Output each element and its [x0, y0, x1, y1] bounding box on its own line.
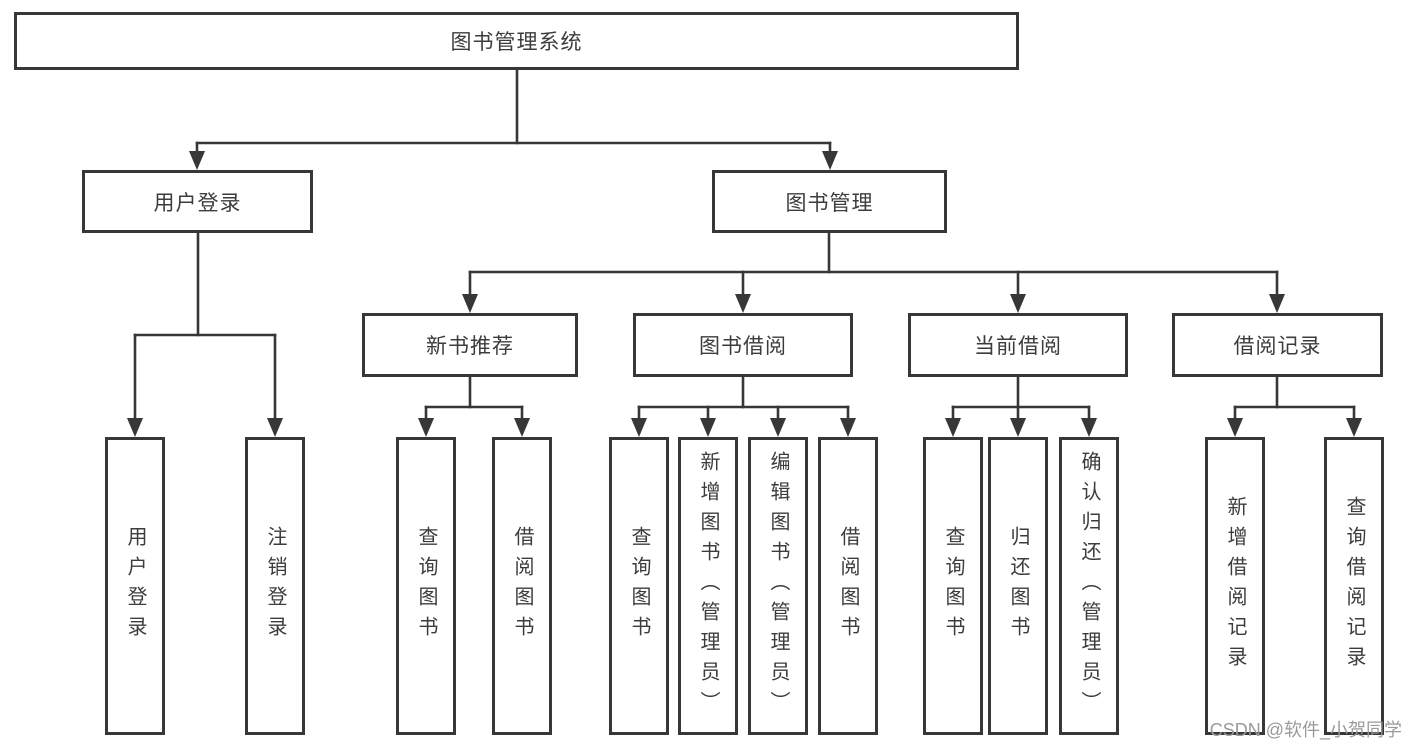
node-label: 编辑图书（管理员）: [767, 451, 789, 721]
node-new-book-recommendation: 新书推荐: [362, 313, 578, 377]
node-label: 查询借阅记录: [1343, 496, 1365, 676]
node-borrowing-records: 借阅记录: [1172, 313, 1383, 377]
leaf-add-books-admin: 新增图书（管理员）: [678, 437, 738, 735]
node-label: 确认归还（管理员）: [1078, 451, 1100, 721]
node-label: 图书管理系统: [450, 31, 583, 54]
node-label: 注销登录: [264, 526, 286, 646]
leaf-edit-books-admin: 编辑图书（管理员）: [748, 437, 808, 735]
node-label: 查询图书: [628, 526, 650, 646]
leaf-return-books: 归还图书: [988, 437, 1048, 735]
leaf-query-books-borrowing: 查询图书: [609, 437, 669, 735]
node-label: 借阅图书: [837, 526, 859, 646]
csdn-watermark: CSDN @软件_小贺同学: [1209, 720, 1402, 740]
node-book-borrowing: 图书借阅: [633, 313, 853, 377]
leaf-query-books-recommend: 查询图书: [396, 437, 456, 735]
node-label: 新书推荐: [426, 335, 514, 358]
node-label: 新增借阅记录: [1224, 496, 1246, 676]
node-label: 归还图书: [1007, 526, 1029, 646]
leaf-borrow-books-recommend: 借阅图书: [492, 437, 552, 735]
node-user-login-module: 用户登录: [82, 170, 313, 233]
node-label: 图书借阅: [699, 335, 787, 358]
node-label: 图书管理: [785, 191, 874, 215]
node-book-management-module: 图书管理: [712, 170, 947, 233]
leaf-add-borrow-record: 新增借阅记录: [1205, 437, 1265, 735]
node-label: 借阅图书: [511, 526, 533, 646]
node-label: 借阅记录: [1233, 335, 1322, 358]
leaf-borrow-books: 借阅图书: [818, 437, 878, 735]
leaf-confirm-return-admin: 确认归还（管理员）: [1059, 437, 1119, 735]
node-label: 查询图书: [942, 526, 964, 646]
node-label: 用户登录: [124, 526, 146, 646]
leaf-query-borrow-record: 查询借阅记录: [1324, 437, 1384, 735]
node-label: 当前借阅: [974, 335, 1062, 358]
leaf-query-books-current: 查询图书: [923, 437, 983, 735]
node-current-borrowing: 当前借阅: [908, 313, 1128, 377]
leaf-logout: 注销登录: [245, 437, 305, 735]
node-system-root: 图书管理系统: [14, 12, 1019, 70]
node-label: 用户登录: [153, 191, 242, 215]
leaf-user-login: 用户登录: [105, 437, 165, 735]
node-label: 查询图书: [415, 526, 437, 646]
node-label: 新增图书（管理员）: [697, 451, 719, 721]
